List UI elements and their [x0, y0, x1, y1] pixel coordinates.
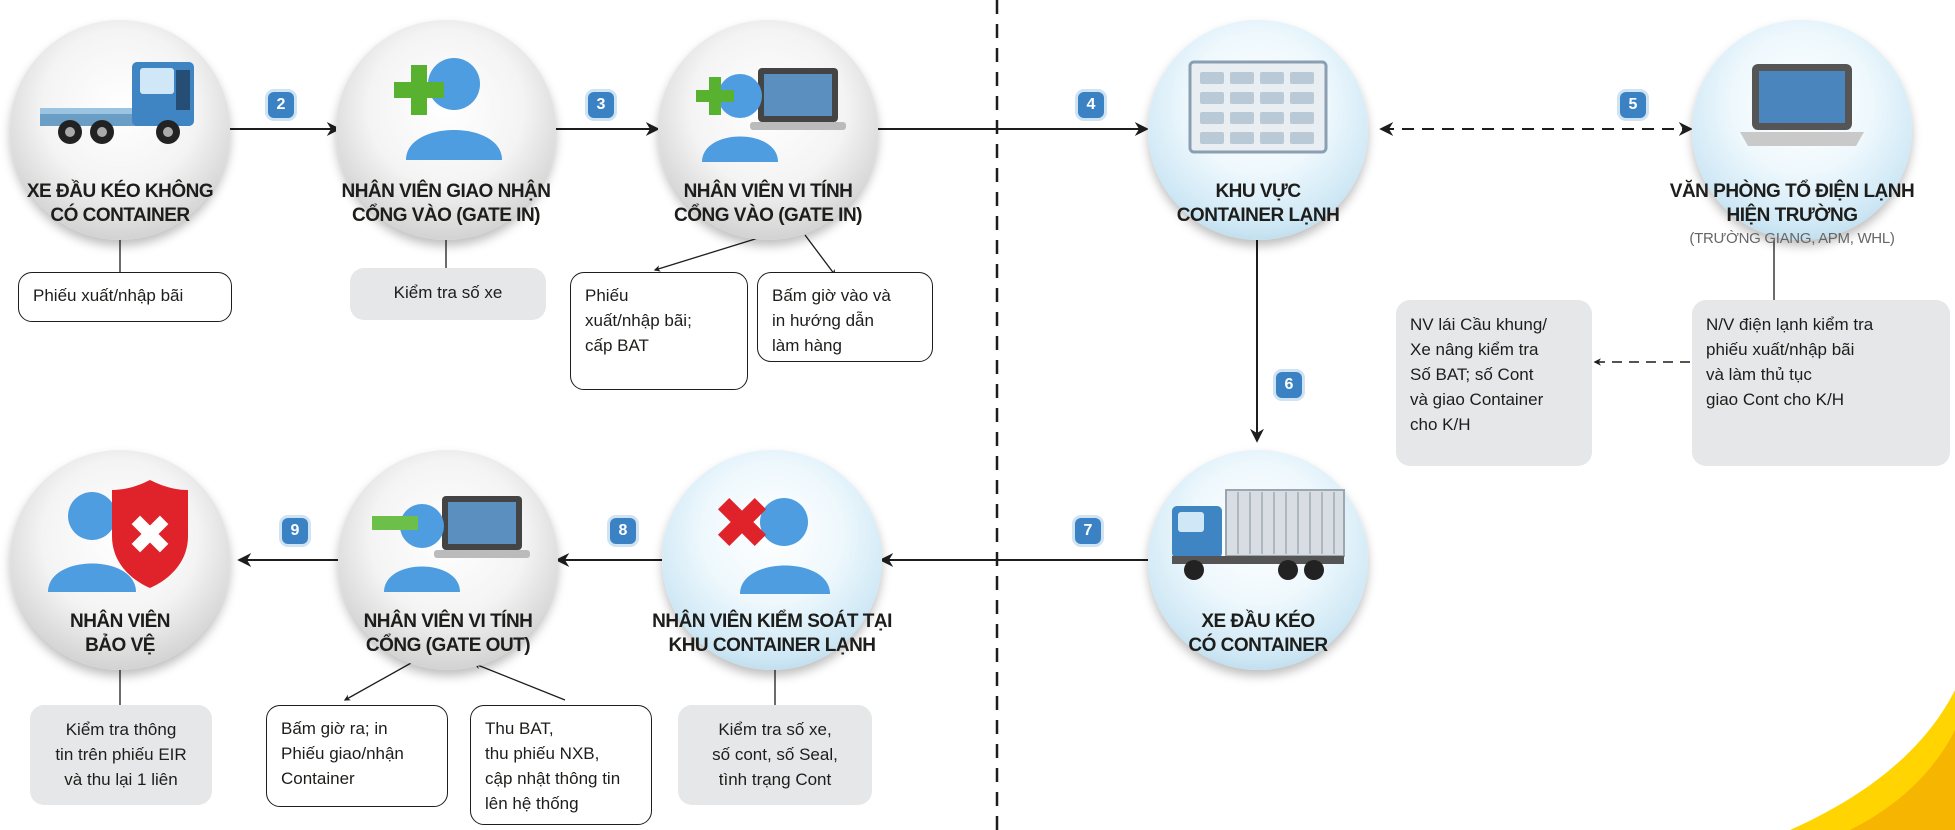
security-node — [10, 450, 230, 670]
step-badge-5: 5 — [1620, 92, 1646, 118]
laptop-icon — [1740, 64, 1864, 146]
truck-loaded-node — [1148, 450, 1368, 670]
note-box: Thu BAT, thu phiếu NXB, cập nhật thông t… — [470, 705, 652, 825]
person-plus-icon — [394, 58, 502, 160]
note-box: Phiếu xuất/nhập bãi — [18, 272, 232, 322]
person-computer-icon — [696, 68, 846, 162]
note-box: Bấm giờ vào và in hướng dẫn làm hàng — [757, 272, 933, 362]
gate-out-computer-node — [338, 450, 558, 670]
person-minus-computer-icon — [372, 496, 530, 592]
reefer-area-node — [1148, 20, 1368, 240]
step-badge-2: 2 — [268, 92, 294, 118]
note-box: N/V điện lạnh kiểm tra phiếu xuất/nhập b… — [1692, 300, 1950, 466]
note-box: Kiểm tra số xe — [350, 268, 546, 320]
note-box: Kiểm tra số xe, số cont, số Seal, tình t… — [678, 705, 872, 805]
truck-icon — [40, 62, 194, 144]
step-badge-3: 3 — [588, 92, 614, 118]
connector — [653, 234, 769, 272]
reefer-control-node — [662, 450, 882, 670]
truck-container-icon — [1172, 489, 1345, 580]
gate-in-computer-title: NHÂN VIÊN VI TÍNH CỔNG VÀO (GATE IN) — [673, 181, 863, 226]
reefer-office-subtitle: (TRƯỜNG GIANG, APM, WHL) — [1689, 230, 1895, 247]
truck-loaded-title: XE ĐẦU KÉO CÓ CONTAINER — [1188, 611, 1328, 656]
gate-in-computer-node — [658, 20, 878, 240]
container-rack-icon — [1188, 60, 1328, 154]
step-badge-7: 7 — [1075, 518, 1101, 544]
reefer-control-title: NHÂN VIÊN KIỂM SOÁT TẠI KHU CONTAINER LẠ… — [652, 611, 892, 656]
security-title: NHÂN VIÊN BẢO VỆ — [69, 611, 171, 656]
reefer-office-title: VĂN PHÒNG TỔ ĐIỆN LẠNH HIỆN TRƯỜNG — [1669, 181, 1915, 226]
gate-out-computer-title: NHÂN VIÊN VI TÍNH CỔNG (GATE OUT) — [363, 611, 533, 656]
note-box: NV lái Cầu khung/ Xe nâng kiểm tra Số BA… — [1396, 300, 1592, 466]
step-badge-8: 8 — [610, 518, 636, 544]
note-box: Kiểm tra thông tin trên phiếu EIR và thu… — [30, 705, 212, 805]
step-badge-6: 6 — [1276, 372, 1302, 398]
reefer-office-node — [1692, 20, 1912, 240]
truck-empty-title: XE ĐẦU KÉO KHÔNG CÓ CONTAINER — [26, 181, 214, 226]
step-badge-4: 4 — [1078, 92, 1104, 118]
connector — [804, 234, 836, 277]
connector — [473, 662, 566, 701]
person-shield-icon — [48, 480, 188, 592]
note-box: Bấm giờ ra; in Phiếu giao/nhận Container — [266, 705, 448, 807]
reefer-area-title: KHU VỰC CONTAINER LẠNH — [1176, 181, 1340, 226]
gate-in-receiver-title: NHÂN VIÊN GIAO NHẬN CỔNG VÀO (GATE IN) — [341, 181, 551, 226]
person-cross-icon — [717, 497, 830, 594]
step-badge-9: 9 — [282, 518, 308, 544]
connector — [343, 657, 421, 701]
gate-in-receiver-node — [336, 20, 556, 240]
note-box: Phiếu xuất/nhập bãi; cấp BAT — [570, 272, 748, 390]
decorative-swoosh-shade — [1850, 730, 1955, 830]
truck-empty-node — [10, 20, 230, 240]
